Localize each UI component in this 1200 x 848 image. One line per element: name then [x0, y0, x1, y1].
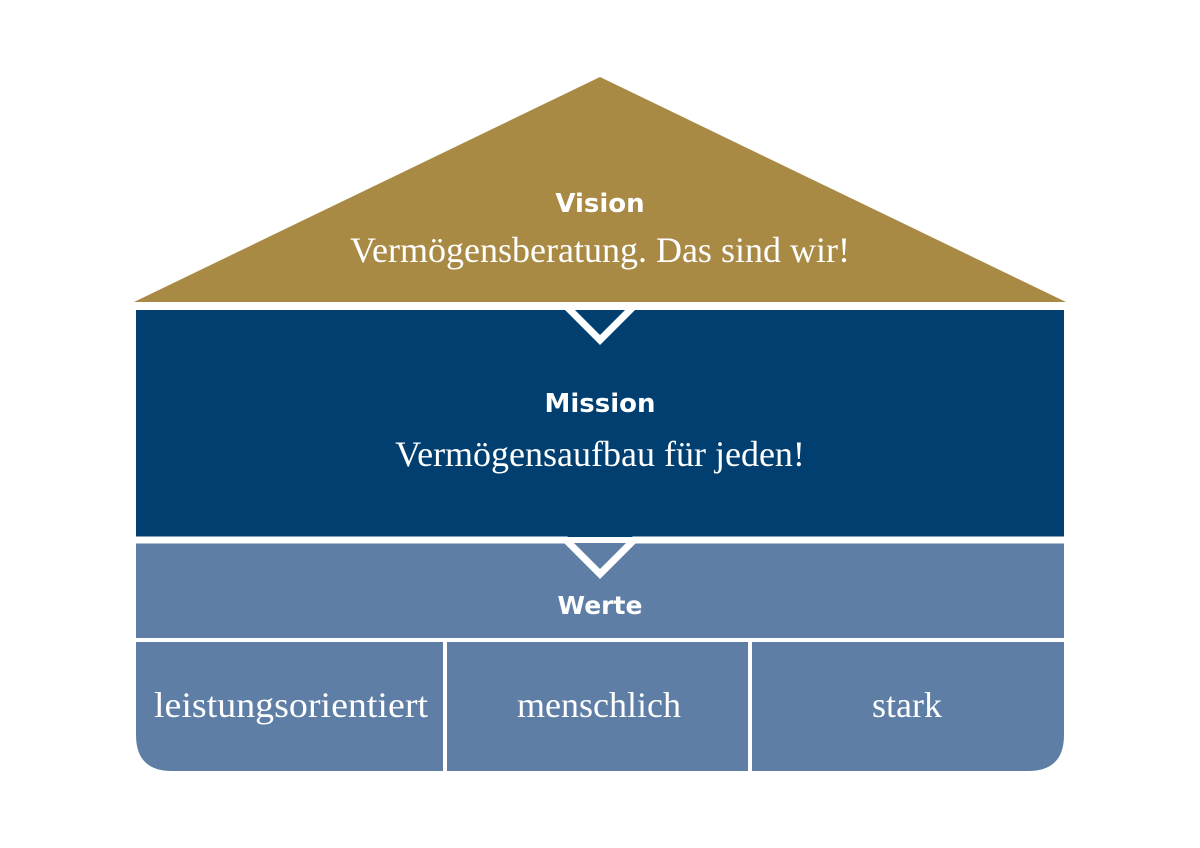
- mission-separator: [132, 536, 1068, 579]
- mission-heading: Mission: [544, 389, 655, 419]
- vision-roof: [134, 77, 1066, 302]
- mission-text: Vermögensaufbau für jeden!: [395, 434, 805, 474]
- vision-text: Vermögensberatung. Das sind wir!: [350, 230, 850, 270]
- werte-block: [136, 543, 1064, 771]
- werte-heading: Werte: [558, 591, 643, 620]
- werte-item-stark: stark: [872, 685, 942, 725]
- werte-grid: [134, 638, 1066, 773]
- separators: [132, 302, 1068, 579]
- werte-item-menschlich: menschlich: [517, 685, 681, 725]
- vision-heading: Vision: [555, 189, 644, 219]
- roof-separator: [132, 302, 1068, 345]
- mission-block: [136, 310, 1064, 537]
- werte-item-leistungsorientiert: leistungsorientiert: [154, 685, 428, 725]
